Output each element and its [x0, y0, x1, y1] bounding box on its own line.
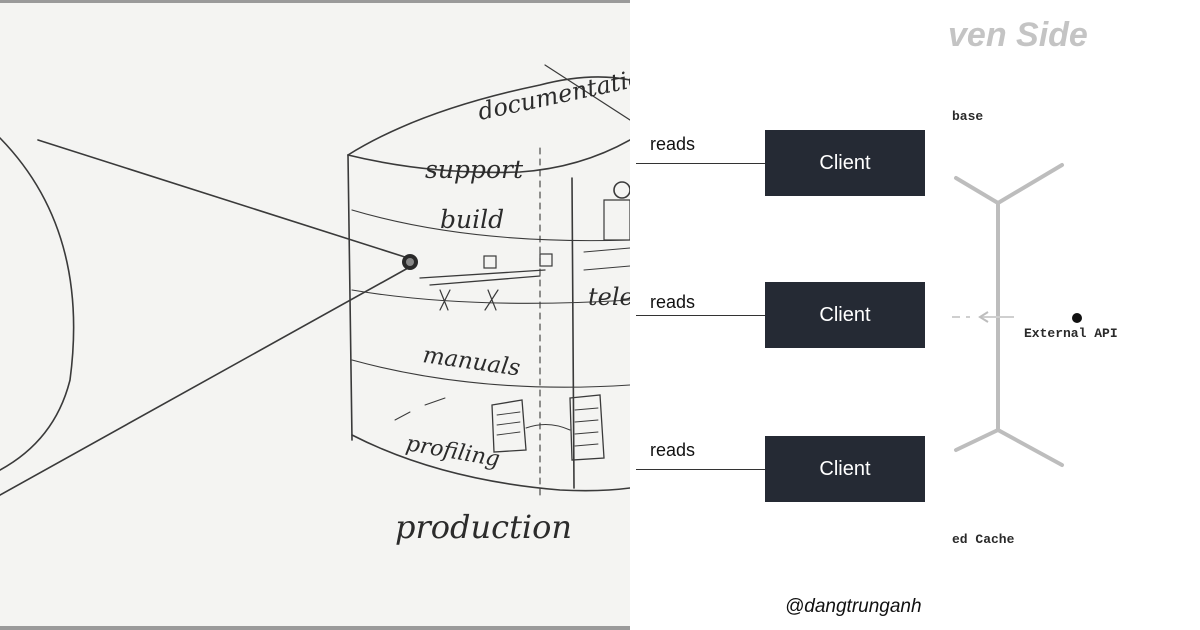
client-node: Client	[765, 282, 925, 348]
bottom-border	[0, 626, 630, 630]
client-node: Client	[765, 130, 925, 196]
desk-legs	[439, 289, 499, 311]
label-documentation: documentatio	[475, 64, 630, 126]
client-node: Client	[765, 436, 925, 502]
reads-label: reads	[650, 292, 696, 312]
band-build	[351, 209, 630, 242]
sketch-drawing: documentatio support build tele manuals …	[0, 64, 630, 546]
server-b	[569, 394, 605, 461]
label-profiling: profiling	[404, 431, 502, 472]
cache-label: ed Cache	[952, 532, 1015, 547]
label-production: production	[395, 508, 572, 546]
cylinder-left-edge	[347, 154, 353, 441]
reads-label: reads	[650, 134, 696, 154]
sketch-beam-lower	[0, 267, 409, 496]
external-api-label: External API	[1024, 326, 1118, 341]
band-manuals	[351, 359, 630, 388]
diagram-background	[952, 163, 1082, 467]
monitor-b	[539, 253, 553, 267]
person-head	[613, 181, 630, 199]
label-tele: tele	[588, 283, 630, 311]
screen-lines	[583, 247, 630, 271]
server-a	[491, 399, 527, 453]
label-manuals: manuals	[421, 342, 522, 381]
cylinder-bottom	[351, 434, 630, 492]
sketch-panel: documentatio support build tele manuals …	[0, 0, 630, 630]
cylinder-top-front	[347, 139, 630, 174]
reads-label: reads	[650, 440, 696, 460]
desk	[419, 269, 546, 286]
diagram-panel: ven Side base External API ed Cache read…	[630, 0, 1200, 630]
person-body	[603, 199, 630, 241]
diagram-title-fragment: ven Side	[948, 16, 1088, 54]
monitor-a	[483, 255, 497, 269]
bracket-top	[954, 163, 1064, 206]
label-support: support	[425, 155, 524, 184]
database-label: base	[952, 109, 984, 124]
author-handle: @dangtrunganh	[785, 596, 922, 617]
bracket-bottom	[954, 427, 1064, 467]
dash-marks	[394, 397, 446, 421]
sketch-beam-upper	[37, 139, 409, 259]
reads-connector	[636, 315, 765, 316]
band-middle	[351, 289, 630, 304]
sketch-arc	[0, 137, 75, 471]
api-dot	[1072, 313, 1082, 323]
top-border	[0, 0, 630, 3]
reads-connector	[636, 163, 765, 164]
server-cable	[525, 424, 571, 431]
cylinder-top-back	[347, 76, 630, 156]
cylinder-lid-line	[544, 64, 630, 121]
reads-connector	[636, 469, 765, 470]
cylinder-inner-edge	[571, 177, 575, 489]
label-build: build	[440, 205, 504, 234]
